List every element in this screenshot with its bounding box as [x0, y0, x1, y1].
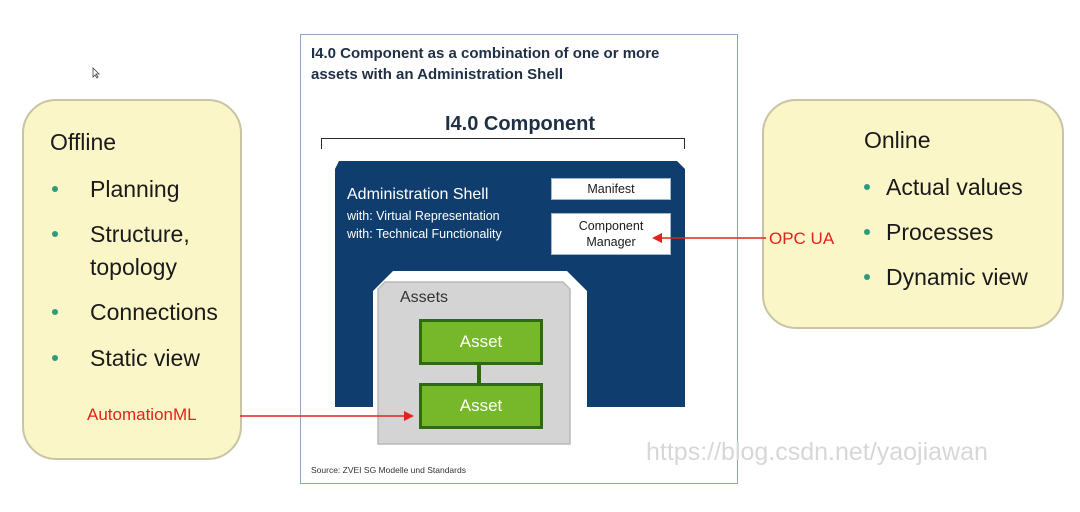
figure-caption: I4.0 Component as a combination of one o…: [311, 45, 660, 83]
bullet-icon: [52, 186, 58, 192]
bullet-icon: [52, 355, 58, 361]
online-title: Online: [864, 127, 931, 153]
offline-title: Offline: [50, 129, 117, 155]
opc-ua-arrow: [652, 233, 766, 243]
component-bracket: [321, 138, 685, 149]
bullet-icon: [864, 229, 870, 235]
mouse-cursor-icon: [92, 67, 100, 79]
bullet-icon: [52, 231, 58, 237]
offline-panel: Offline Planning Structure, topology Con…: [22, 99, 242, 460]
bullet-icon: [864, 184, 870, 190]
component-manager-box: Component Manager: [551, 213, 671, 255]
automationml-arrow: [240, 411, 414, 421]
technical-functionality-text: with: Technical Functionality: [347, 227, 502, 241]
administration-shell-title: Administration Shell: [347, 186, 489, 203]
automationml-label: AutomationML: [87, 405, 197, 424]
virtual-representation-text: with: Virtual Representation: [347, 209, 500, 223]
asset-connector: [477, 365, 481, 385]
i40-component-figure: I4.0 Component as a combination of one o…: [300, 34, 738, 484]
asset-box-top: Asset: [419, 319, 543, 365]
i40-component-label: I4.0 Component: [444, 113, 595, 135]
opc-ua-label: OPC UA: [769, 229, 835, 248]
online-panel: Online Actual values Processes Dynamic v…: [762, 99, 1064, 329]
source-note: Source: ZVEI SG Modelle und Standards: [311, 465, 466, 475]
manifest-box: Manifest: [551, 178, 671, 200]
bullet-icon: [864, 274, 870, 280]
asset-box-bottom: Asset: [419, 383, 543, 429]
bullet-icon: [52, 309, 58, 315]
watermark-text: https://blog.csdn.net/yaojiawan: [646, 438, 988, 466]
assets-title: Assets: [400, 289, 449, 306]
